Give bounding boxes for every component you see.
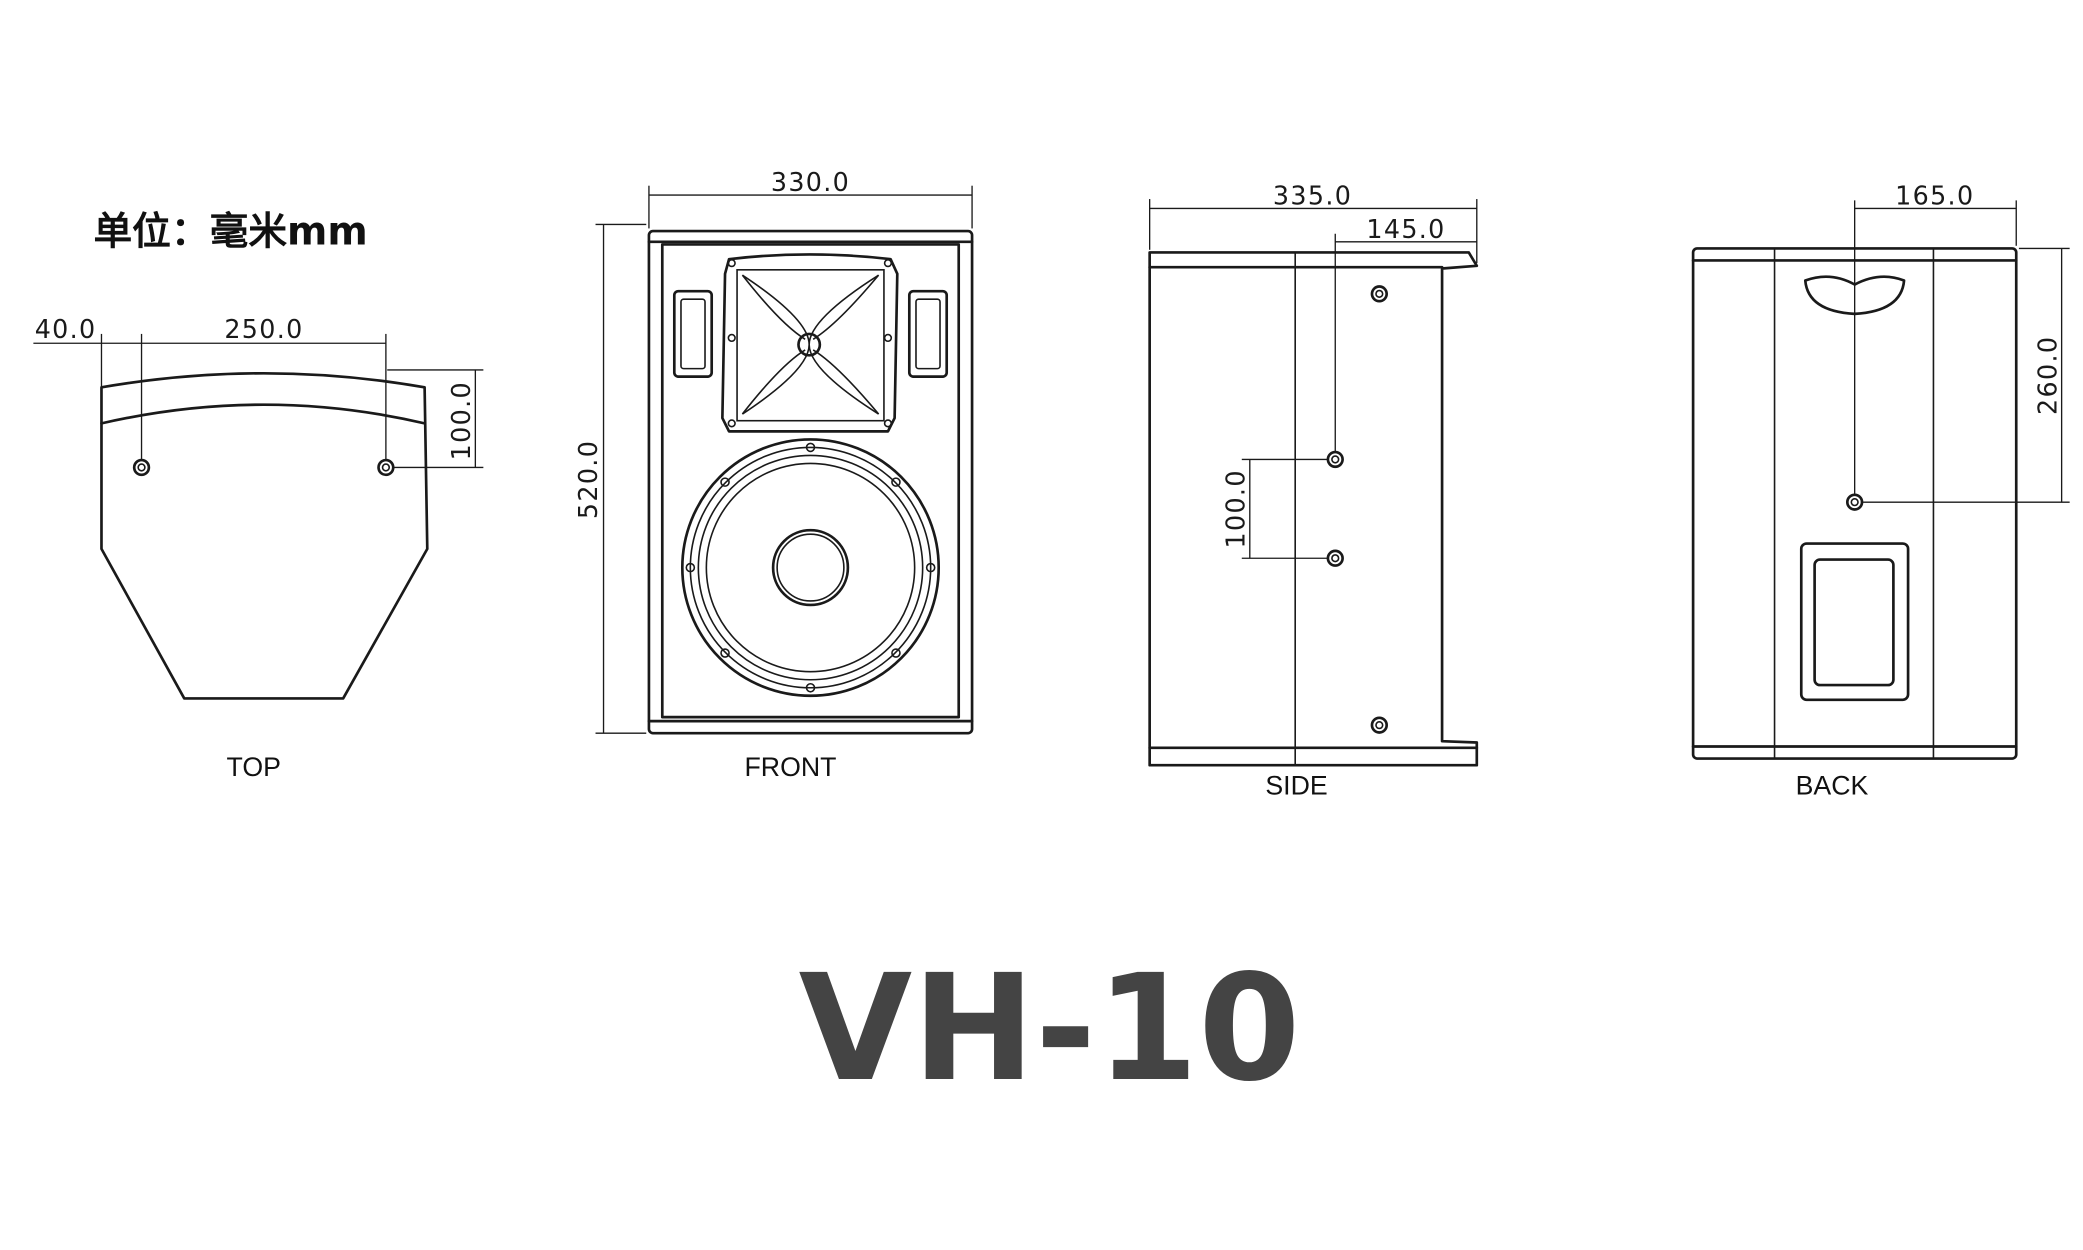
dim-depth: 100.0 (446, 381, 476, 460)
view-label-front: FRONT (745, 752, 837, 782)
dim-rig-height: 260.0 (2032, 336, 2062, 415)
rigging-point (1326, 549, 1344, 567)
top-view: 40.0 250.0 100.0 TOP (33, 314, 484, 782)
view-label-top: TOP (227, 752, 281, 782)
view-label-back: BACK (1796, 771, 1869, 801)
dim-spacing: 250.0 (224, 314, 303, 344)
dim-height: 520.0 (573, 440, 603, 519)
input-plate (1813, 558, 1895, 687)
dim-rig-spacing: 100.0 (1220, 469, 1250, 548)
woofer-bolts (685, 442, 936, 693)
back-view: 165.0 260.0 BACK (1691, 180, 2070, 801)
side-outline (1148, 251, 1479, 767)
bass-port-right (907, 289, 949, 378)
rigging-point (132, 458, 151, 477)
cabinet-outline (647, 229, 974, 735)
front-view: 330.0 520.0 FRONT (573, 167, 974, 782)
carry-handle (1803, 275, 1906, 316)
compression-driver-throat (797, 332, 822, 357)
input-panel (1799, 542, 1910, 702)
dim-depth: 335.0 (1273, 180, 1352, 210)
side-view: 335.0 145.0 100.0 SIDE (1148, 180, 1479, 801)
dim-rig-offset: 145.0 (1366, 214, 1445, 244)
rigging-point (1370, 285, 1388, 303)
woofer-frame (680, 438, 941, 698)
unit-note: 单位：毫米mm (93, 209, 367, 254)
horn-flange (721, 253, 899, 433)
rigging-point (1326, 450, 1344, 469)
top-front-edge (100, 403, 426, 425)
dim-offset: 40.0 (35, 314, 97, 344)
woofer-surround (697, 454, 924, 681)
dim-width: 330.0 (771, 167, 850, 197)
model-name: VH-10 (799, 943, 1301, 1114)
top-outline (100, 372, 429, 700)
view-label-side: SIDE (1265, 771, 1327, 801)
rigging-point (1845, 493, 1864, 511)
dust-cap (771, 528, 850, 607)
dim-rig-offset: 165.0 (1895, 180, 1974, 210)
rigging-point (377, 458, 395, 477)
grille-frame (660, 243, 961, 719)
rigging-point (1370, 716, 1388, 734)
bass-port-left (672, 289, 714, 378)
